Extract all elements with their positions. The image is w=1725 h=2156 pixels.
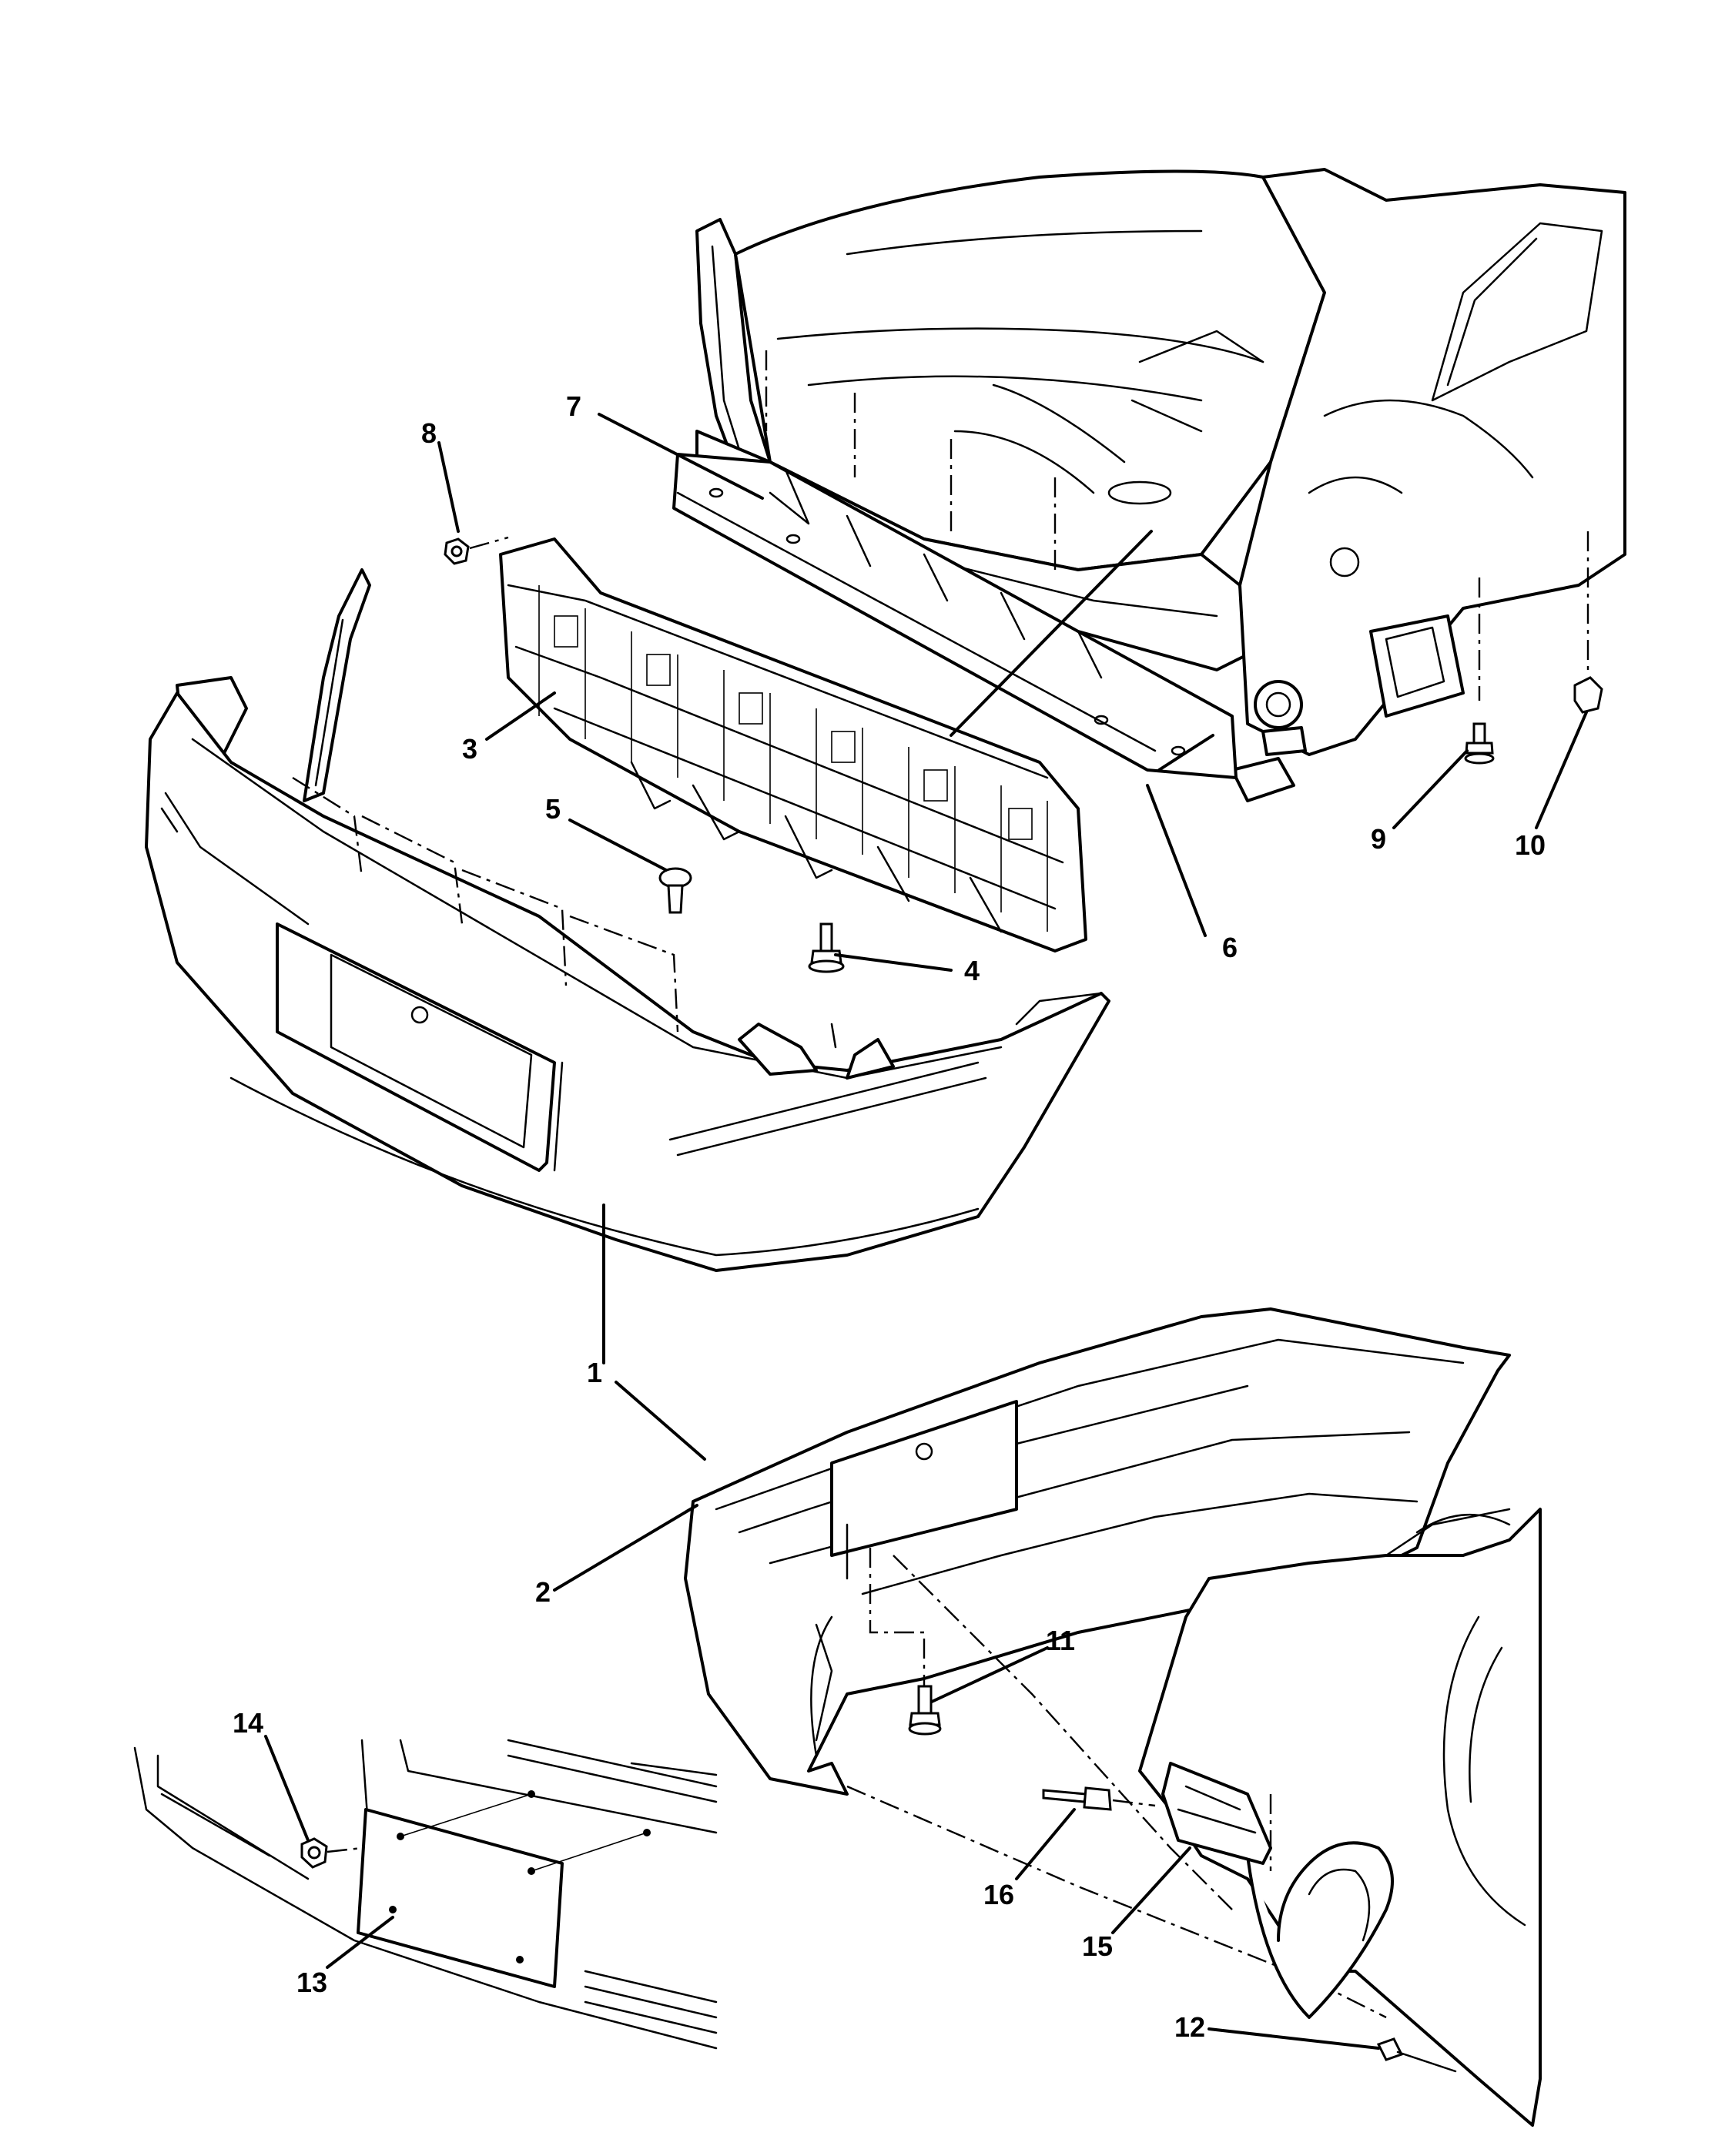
quarter-panel-detail [1138,1508,1542,2127]
callout-label: 10 [1515,829,1546,861]
callout-label: 6 [1222,932,1238,963]
callout-label: 3 [462,733,477,765]
clip-10 [1573,531,1603,714]
callout-label: 9 [1371,823,1386,855]
callout-label: 11 [1046,1625,1075,1656]
bolt-11 [908,1685,942,1736]
callout-label: 16 [983,1879,1014,1910]
callout-labels: 1 2 3 4 5 6 7 8 9 10 11 12 13 14 15 16 [233,390,1546,2043]
callout-label: 12 [1174,2011,1205,2043]
leader-lines [264,413,1588,2050]
callout-label: 1 [587,1357,602,1388]
energy-absorber [499,537,1087,952]
bolt-4 [808,922,845,973]
rear-bumper-fascia [145,568,1110,1272]
push-pin-5 [658,867,692,914]
callout-label: 13 [296,1967,327,1998]
callout-label: 15 [1082,1930,1113,1962]
rivet-16 [1042,1786,1156,1811]
rear-impact-beam [672,350,1238,779]
license-plate-inset [133,1739,718,2050]
callout-label: 5 [545,793,561,825]
callout-label: 4 [964,955,980,986]
bolt-9 [1464,578,1495,765]
callout-label: 14 [233,1707,263,1739]
nut-8 [444,536,509,565]
callout-label: 2 [535,1576,551,1608]
callout-label: 8 [421,417,437,449]
hardware-parts [300,531,1603,2073]
callout-label: 7 [566,390,581,422]
bumper-fascia-rear-view [684,1307,1511,2019]
nut-14 [300,1837,363,1869]
screw-12 [1376,2037,1457,2073]
vehicle-rear-body [695,168,1626,802]
